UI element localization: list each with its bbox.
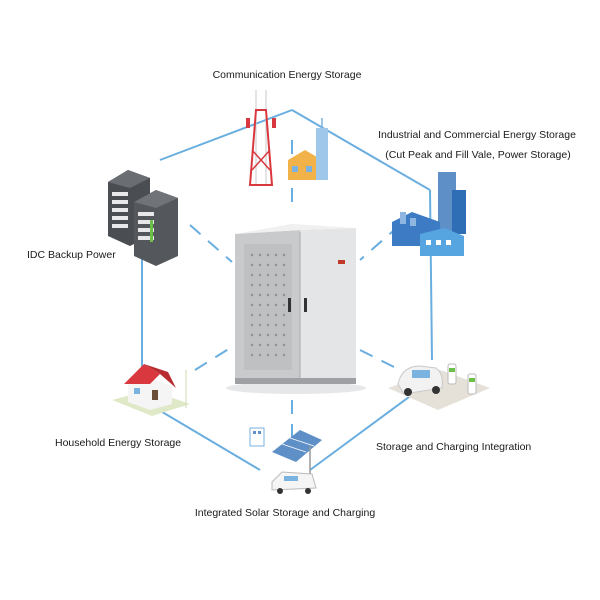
label-charging: Storage and Charging Integration bbox=[376, 441, 532, 453]
telecom-tower-icon bbox=[246, 90, 328, 186]
solar-carport-icon bbox=[249, 427, 322, 494]
label-industrial: Industrial and Commercial Energy Storage bbox=[378, 129, 576, 141]
label-idc: IDC Backup Power bbox=[27, 249, 116, 261]
label-solar: Integrated Solar Storage and Charging bbox=[194, 507, 376, 519]
factory-icon bbox=[392, 172, 466, 256]
ev-charging-icon bbox=[388, 363, 490, 410]
server-rack-icon bbox=[108, 170, 178, 266]
label-industrial-sub: (Cut Peak and Fill Vale, Power Storage) bbox=[385, 149, 571, 161]
label-household: Household Energy Storage bbox=[55, 437, 182, 449]
energy-cabinet-icon bbox=[226, 224, 366, 394]
house-icon bbox=[112, 364, 190, 416]
label-communication: Communication Energy Storage bbox=[212, 69, 362, 81]
